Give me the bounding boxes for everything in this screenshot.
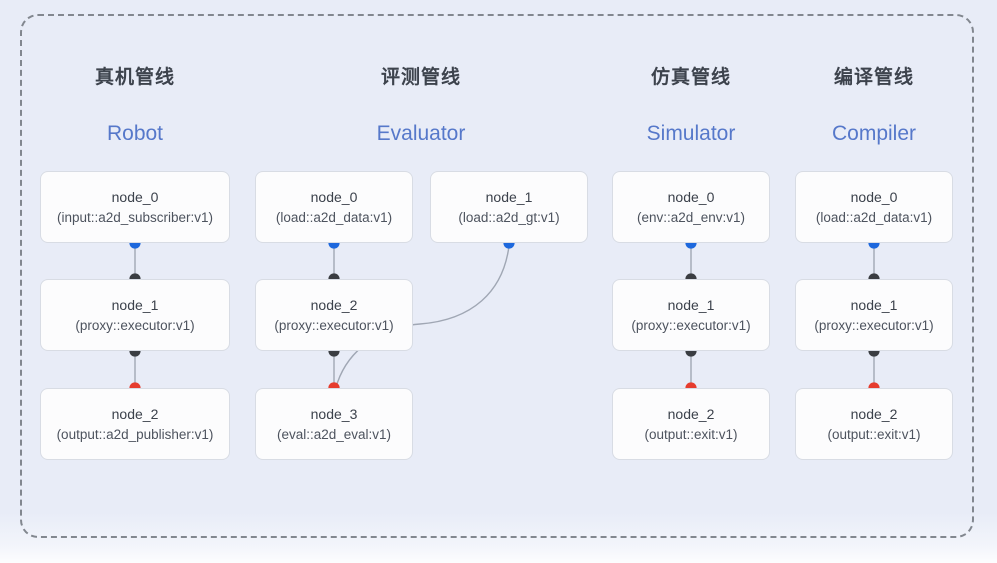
node-box-simulator-node_0: node_0(env::a2d_env:v1) (612, 171, 770, 243)
node-type-label: (proxy::executor:v1) (75, 317, 195, 333)
pipeline-title-en-simulator: Simulator (646, 122, 736, 145)
pipeline-title-zh-compiler: 编译管线 (833, 67, 914, 88)
node-box-robot-node_2: node_2(output::a2d_publisher:v1) (40, 388, 230, 460)
node-box-evaluator-node_2: node_2(proxy::executor:v1) (255, 279, 413, 351)
pipeline-title-zh-simulator: 仿真管线 (650, 67, 731, 88)
node-box-compiler-node_2: node_2(output::exit:v1) (795, 388, 953, 460)
pipeline-title-zh-evaluator: 评测管线 (380, 67, 461, 88)
pipeline-title-en-evaluator: Evaluator (376, 122, 466, 145)
node-box-compiler-node_1: node_1(proxy::executor:v1) (795, 279, 953, 351)
node-type-label: (proxy::executor:v1) (631, 317, 751, 333)
node-name-label: node_0 (667, 188, 715, 205)
node-box-simulator-node_2: node_2(output::exit:v1) (612, 388, 770, 460)
node-type-label: (output::exit:v1) (644, 426, 738, 442)
node-type-label: (eval::a2d_eval:v1) (276, 426, 392, 442)
node-name-label: node_0 (310, 188, 358, 205)
node-box-robot-node_0: node_0(input::a2d_subscriber:v1) (40, 171, 230, 243)
node-name-label: node_0 (111, 188, 159, 205)
pipeline-title-zh-robot: 真机管线 (94, 67, 175, 88)
node-box-robot-node_1: node_1(proxy::executor:v1) (40, 279, 230, 351)
node-type-label: (proxy::executor:v1) (274, 317, 394, 333)
node-name-label: node_2 (310, 296, 358, 313)
pipeline-title-en-robot: Robot (106, 122, 164, 145)
node-box-evaluator-node_0: node_0(load::a2d_data:v1) (255, 171, 413, 243)
node-type-label: (output::a2d_publisher:v1) (56, 426, 214, 442)
node-box-evaluator-node_1: node_1(load::a2d_gt:v1) (430, 171, 588, 243)
node-type-label: (input::a2d_subscriber:v1) (56, 209, 214, 225)
node-type-label: (proxy::executor:v1) (814, 317, 934, 333)
node-name-label: node_3 (310, 405, 358, 422)
node-name-label: node_1 (485, 188, 533, 205)
node-name-label: node_0 (850, 188, 898, 205)
pipeline-title-en-compiler: Compiler (831, 122, 917, 145)
node-name-label: node_1 (850, 296, 898, 313)
node-box-simulator-node_1: node_1(proxy::executor:v1) (612, 279, 770, 351)
node-name-label: node_1 (667, 296, 715, 313)
node-type-label: (load::a2d_gt:v1) (458, 209, 560, 225)
node-type-label: (env::a2d_env:v1) (636, 209, 746, 225)
node-name-label: node_1 (111, 296, 159, 313)
node-box-evaluator-node_3: node_3(eval::a2d_eval:v1) (255, 388, 413, 460)
node-name-label: node_2 (667, 405, 715, 422)
node-type-label: (load::a2d_data:v1) (275, 209, 393, 225)
node-name-label: node_2 (111, 405, 159, 422)
node-type-label: (output::exit:v1) (827, 426, 921, 442)
node-box-compiler-node_0: node_0(load::a2d_data:v1) (795, 171, 953, 243)
node-name-label: node_2 (850, 405, 898, 422)
node-type-label: (load::a2d_data:v1) (815, 209, 933, 225)
